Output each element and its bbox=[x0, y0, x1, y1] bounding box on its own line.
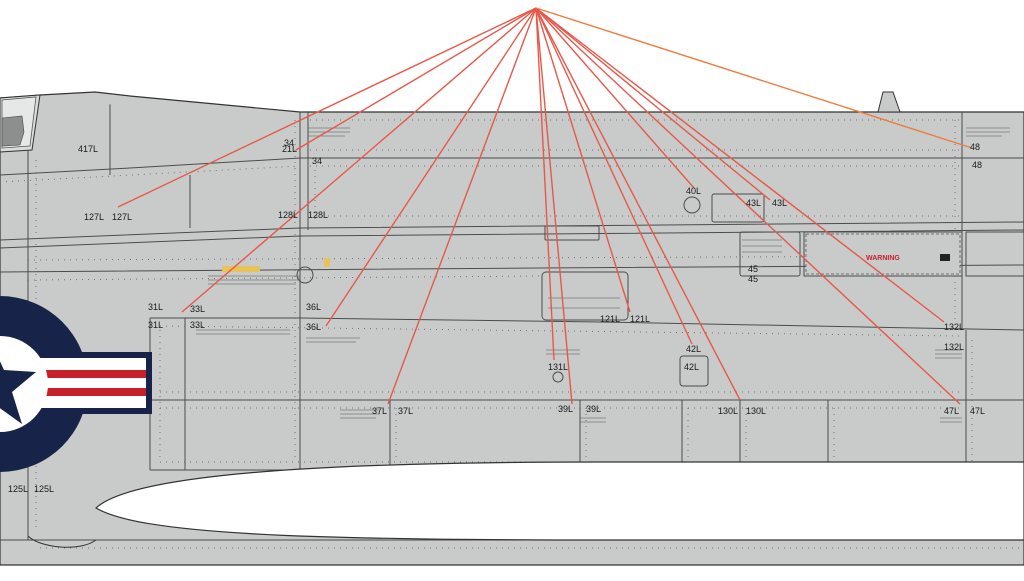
leader-127l bbox=[117, 7, 537, 208]
label-417l: 417L bbox=[78, 144, 98, 154]
label-128l-b: 128L bbox=[308, 210, 328, 220]
leader-37l bbox=[387, 7, 537, 405]
leader-132l bbox=[535, 7, 945, 323]
label-34-a: 34 bbox=[284, 138, 294, 148]
placard-lines bbox=[196, 127, 1010, 423]
label-132l-a: 132L bbox=[944, 322, 964, 332]
panel-labels: 417L 21L 34 34 48 48 127L 127L 128L 128L… bbox=[8, 138, 985, 494]
label-125l-b: 125L bbox=[34, 484, 54, 494]
label-39l-b: 39L bbox=[586, 404, 601, 414]
label-47l-a: 47L bbox=[944, 406, 959, 416]
lower-fairing bbox=[27, 535, 97, 548]
leader-47l bbox=[535, 7, 961, 405]
leader-131l bbox=[535, 7, 555, 361]
wing-cutout bbox=[95, 461, 1024, 541]
national-insignia bbox=[0, 296, 152, 472]
label-47l-b: 47L bbox=[970, 406, 985, 416]
label-21l: 21L bbox=[282, 144, 297, 154]
warning-plate bbox=[940, 254, 950, 261]
label-43l-b: 43L bbox=[772, 198, 787, 208]
label-127l-b: 127L bbox=[112, 212, 132, 222]
label-40l: 40L bbox=[686, 186, 701, 196]
leader-lines bbox=[117, 7, 973, 405]
label-121l-a: 121L bbox=[600, 314, 620, 324]
label-45-b: 45 bbox=[748, 274, 758, 284]
leader-34 bbox=[295, 7, 537, 151]
label-36l-a: 36L bbox=[306, 302, 321, 312]
leader-130l bbox=[535, 7, 741, 401]
label-130l-a: 130L bbox=[718, 406, 738, 416]
warning-text: WARNING bbox=[866, 255, 900, 262]
leader-33l bbox=[181, 7, 537, 313]
label-34-b: 34 bbox=[312, 156, 322, 166]
leader-43l bbox=[535, 7, 771, 201]
label-125l-a: 125L bbox=[8, 484, 28, 494]
label-37l-b: 37L bbox=[398, 406, 413, 416]
leader-39l bbox=[535, 7, 573, 405]
label-31l-b: 31L bbox=[148, 320, 163, 330]
label-48-b: 48 bbox=[972, 160, 982, 170]
label-132l-b: 132L bbox=[944, 342, 964, 352]
leader-48 bbox=[535, 7, 973, 149]
label-43l-a: 43L bbox=[746, 198, 761, 208]
label-121l-b: 121L bbox=[630, 314, 650, 324]
label-42l-a: 42L bbox=[686, 344, 701, 354]
label-131l: 131L bbox=[548, 362, 568, 372]
fuel-decal bbox=[324, 258, 330, 267]
leader-121l bbox=[535, 7, 631, 313]
label-127l-a: 127L bbox=[84, 212, 104, 222]
label-31l-a: 31L bbox=[148, 302, 163, 312]
pilot-seat bbox=[1, 115, 25, 147]
leader-36l bbox=[325, 7, 537, 327]
label-130l-b: 130L bbox=[746, 406, 766, 416]
label-33l-b: 33L bbox=[190, 320, 205, 330]
label-48-a: 48 bbox=[970, 142, 980, 152]
label-128l-a: 128L bbox=[278, 210, 298, 220]
dorsal-antenna bbox=[877, 91, 901, 113]
label-37l-a: 37L bbox=[372, 406, 387, 416]
label-39l-a: 39L bbox=[558, 404, 573, 414]
label-33l-a: 33L bbox=[190, 304, 205, 314]
leader-42l bbox=[535, 7, 693, 345]
label-42l-b: 42L bbox=[684, 362, 699, 372]
warning-panel bbox=[805, 233, 961, 275]
label-45-a: 45 bbox=[748, 264, 758, 274]
leader-40l bbox=[535, 7, 695, 189]
label-36l-b: 36L bbox=[306, 322, 321, 332]
caution-decal bbox=[222, 266, 260, 272]
